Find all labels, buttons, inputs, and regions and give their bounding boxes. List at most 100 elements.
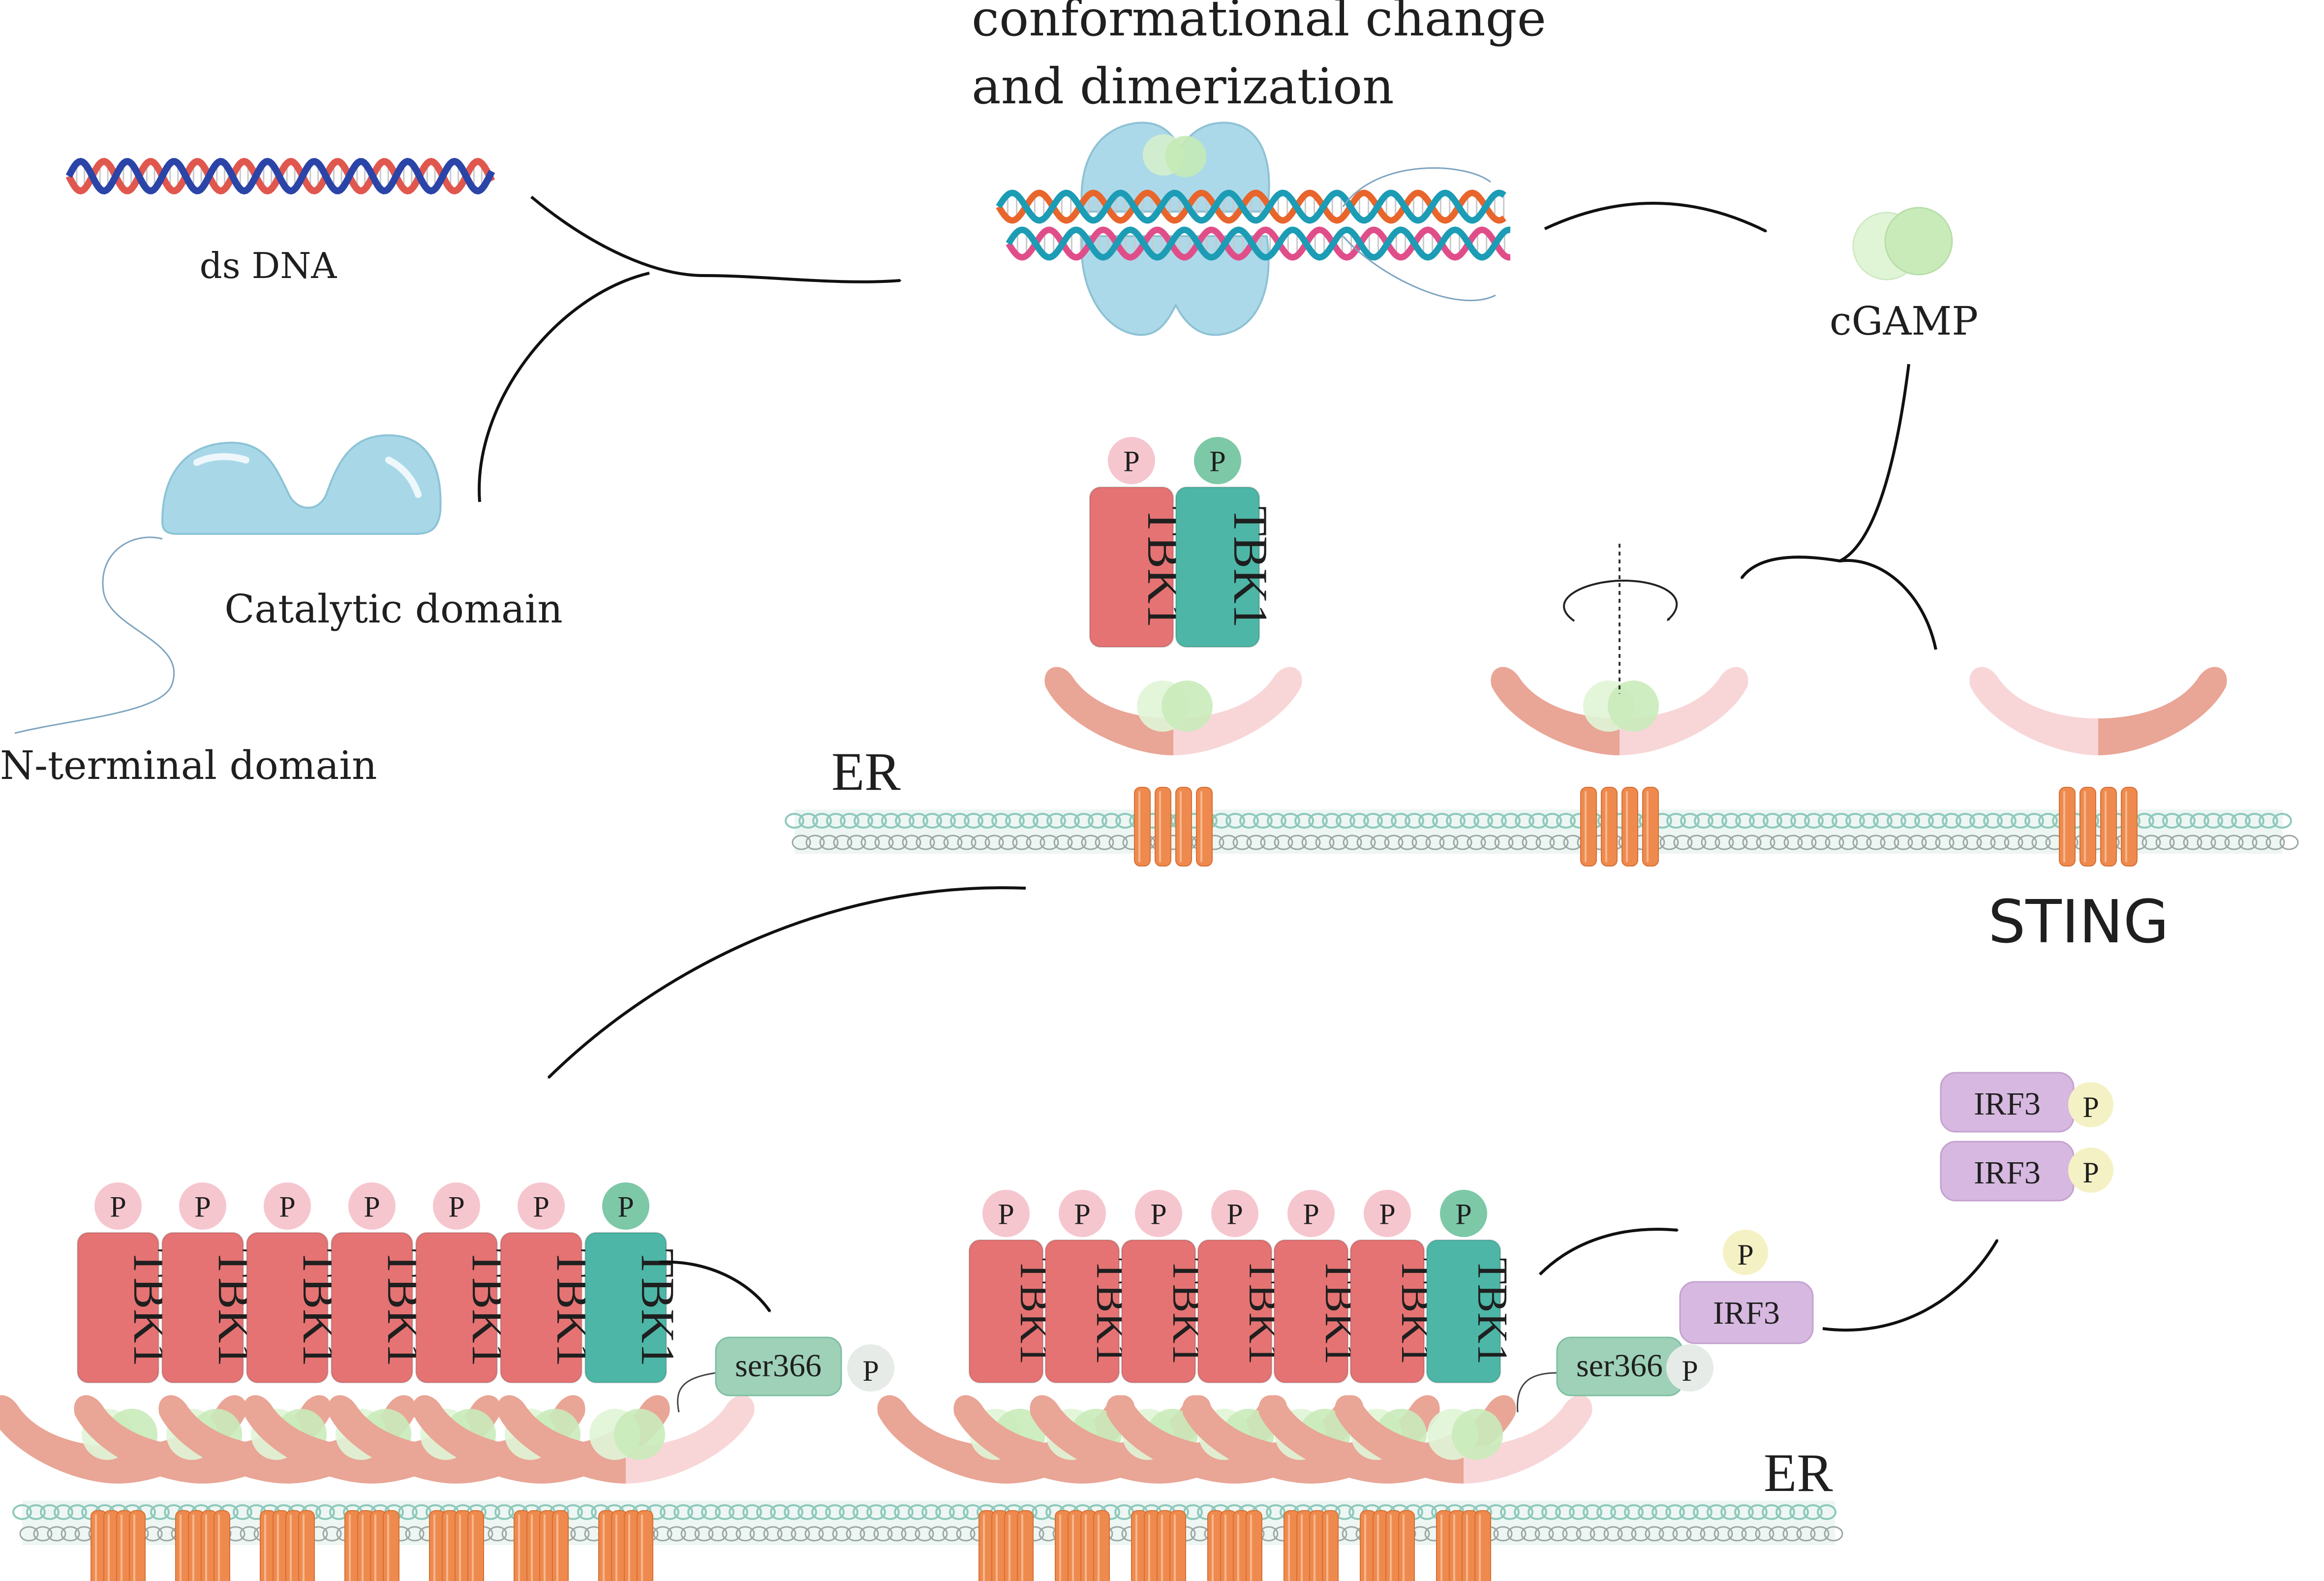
transmembrane-helix (2121, 787, 2138, 867)
transmembrane-helix (1580, 787, 1597, 867)
transmembrane-helix (2100, 787, 2117, 867)
transmembrane-helix (1169, 1510, 1186, 1581)
sting-monomer (1335, 1395, 1464, 1484)
ser366-phospho-site-right: ser366 P (1516, 1336, 1713, 1413)
sting-monomer (412, 1395, 541, 1484)
transmembrane-helix (1474, 1510, 1491, 1581)
transmembrane-helix (467, 1510, 484, 1581)
n-terminal-domain-label: N-terminal domain (0, 743, 377, 788)
cgamp-label: cGAMP (1830, 298, 1978, 344)
transmembrane-helix (129, 1510, 146, 1581)
transmembrane-helix (1155, 787, 1171, 867)
transmembrane-helix (383, 1510, 399, 1581)
er-label-top: ER (831, 742, 901, 802)
tbk1-label: TBK1 (1223, 506, 1277, 628)
phosphate-icon (433, 1182, 480, 1230)
phosphate-icon (1135, 1190, 1182, 1237)
phosphate-icon (264, 1182, 311, 1230)
transmembrane-helix (552, 1510, 569, 1581)
cgas-catalytic-domain-icon (161, 434, 442, 535)
phosphate-label: P (617, 1191, 634, 1223)
ds-dna-label: ds DNA (200, 245, 337, 286)
sting-monomer (1173, 667, 1302, 755)
sting-monomer (158, 1395, 287, 1484)
sting-monomer (626, 1395, 755, 1484)
cgas-dna-dimer-complex-icon (996, 122, 1511, 336)
dna-strand (1006, 226, 1511, 261)
sting-monomer (328, 1395, 457, 1484)
irf3-dimer: IRF3 P IRF3 P (1940, 1072, 2113, 1202)
arrow-cgamp-to-sting (1740, 364, 1910, 580)
conformational-change-label-line2: and dimerization (972, 58, 1394, 115)
transmembrane-helix (1246, 1510, 1262, 1581)
arrow-to-oligomer (547, 886, 1026, 1079)
cgamp-icon (1852, 207, 1953, 280)
sting-monomer (0, 1395, 118, 1484)
sting-label: STING (1988, 888, 2169, 957)
phosphate-label: P (998, 1198, 1014, 1231)
phosphate-icon (1287, 1190, 1335, 1237)
phosphate-label: P (279, 1191, 295, 1223)
irf3-label-dimer-top: IRF3 (1974, 1086, 2041, 1122)
dna-strand (65, 157, 495, 195)
phosphate-icon (982, 1190, 1030, 1237)
arrow-irf3-to-dimer (1822, 1239, 1999, 1332)
dna-strand (1006, 226, 1511, 261)
p-ser366-right: P (1682, 1355, 1698, 1387)
conformational-change-label-line1: conformational change (972, 0, 1546, 47)
sting-monomer (1030, 1395, 1159, 1484)
phosphate-label: P (1123, 445, 1139, 478)
transmembrane-helix (1398, 1510, 1415, 1581)
ser366-label-left: ser366 (735, 1348, 822, 1384)
p-irf3-monomer: P (1737, 1239, 1753, 1271)
transmembrane-helix (1093, 1510, 1110, 1581)
sting-dimer-inactive (1969, 667, 2227, 867)
phosphate-icon (1440, 1190, 1487, 1237)
sting-monomer (1044, 667, 1173, 755)
arrow-complex-to-cgamp (1544, 202, 1768, 233)
phosphate-label: P (1074, 1198, 1090, 1231)
phosphate-label: P (1455, 1198, 1471, 1231)
phosphate-icon (602, 1182, 649, 1230)
sting-monomer (243, 1395, 372, 1484)
phosphate-label: P (1379, 1198, 1395, 1231)
sting-monomer (1464, 1395, 1592, 1484)
sting-monomer (2098, 667, 2227, 755)
sting-monomer (877, 1395, 1006, 1484)
transmembrane-helix (2059, 787, 2076, 867)
transmembrane-helix (1322, 1510, 1339, 1581)
arrow-dna-to-complex (530, 195, 902, 283)
sting-oligomer-left (0, 1395, 755, 1581)
sting-monomer (1258, 1395, 1387, 1484)
arrow-cgas-to-complex (478, 272, 650, 502)
p-irf3-dimer-bottom: P (2082, 1156, 2099, 1189)
dna-strand (996, 189, 1506, 224)
phosphate-icon (518, 1182, 565, 1230)
phosphate-label: P (110, 1191, 126, 1223)
sting-oligomer-right (877, 1395, 1592, 1581)
sting-monomer (497, 1395, 626, 1484)
phosphate-label: P (194, 1191, 211, 1223)
phosphate-label: P (364, 1191, 380, 1223)
catalytic-domain-label: Catalytic domain (224, 586, 563, 632)
n-terminal-tail (14, 536, 175, 734)
phosphate-icon (1108, 437, 1155, 484)
er-label-bottom: ER (1764, 1443, 1833, 1503)
ds-dna-icon (65, 157, 495, 195)
phosphate-label: P (1150, 1198, 1166, 1231)
sting-dimer-tbk1-bound (1044, 667, 1302, 867)
dna-strand (996, 189, 1506, 224)
sting-monomer (1106, 1395, 1235, 1484)
phosphate-icon (1364, 1190, 1411, 1237)
sting-dimer-cgamp-bound (1491, 667, 1748, 867)
